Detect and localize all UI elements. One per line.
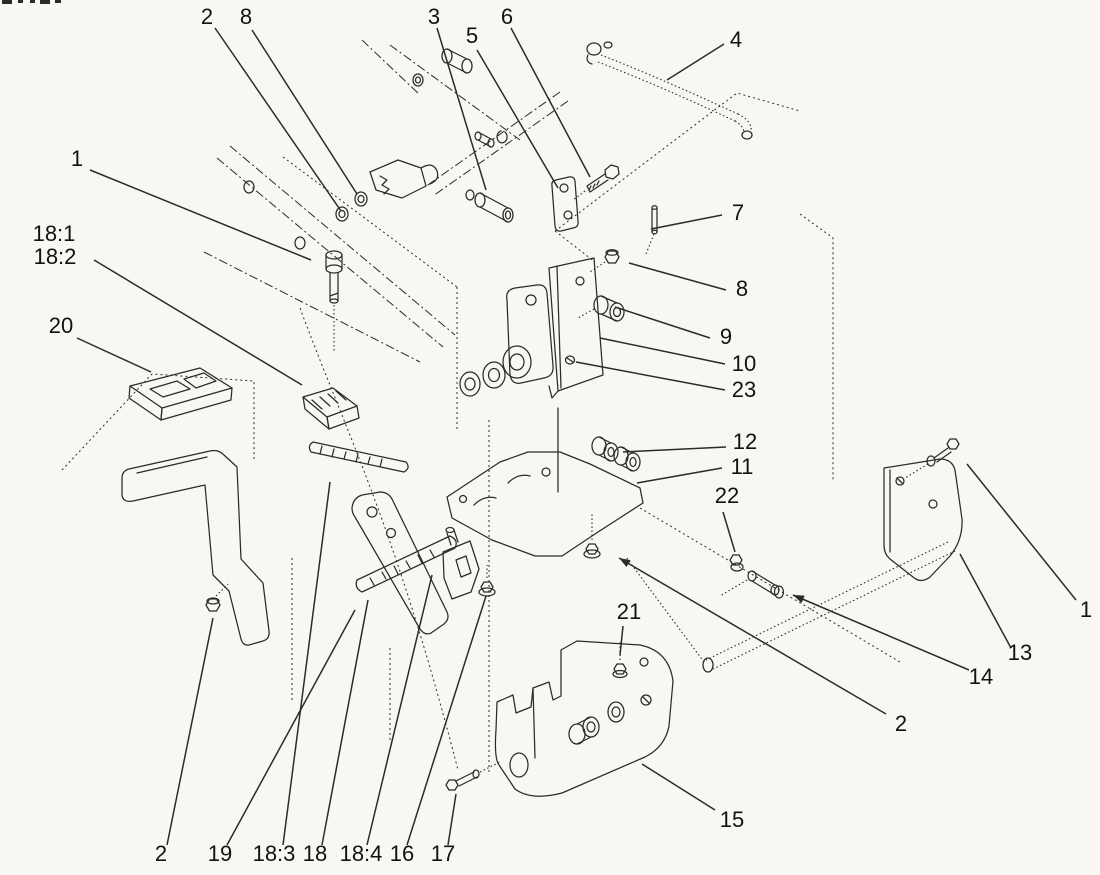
part-4-rod — [586, 41, 753, 140]
part-18-4-grip-strip — [355, 526, 480, 600]
part-13-bracket — [883, 458, 963, 582]
latch-spring-assembly — [369, 159, 439, 199]
part-16-nut — [478, 565, 496, 597]
leader-line-1-left — [89, 169, 312, 261]
leader-arrowhead-14 — [793, 595, 805, 603]
part-19-lever-plate — [351, 491, 449, 635]
part-2-flange-nut-center — [583, 512, 601, 559]
part-1-shoulder-bolt — [325, 250, 343, 352]
callout-7: 7 — [732, 200, 744, 225]
callout-13: 13 — [1008, 640, 1032, 665]
leader-line-3 — [436, 27, 487, 191]
part-2-nut-left — [205, 583, 229, 612]
callout-2-top: 2 — [201, 4, 213, 29]
callout-15: 15 — [720, 807, 744, 832]
leader-line-1-right — [966, 463, 1077, 601]
callout-10: 10 — [732, 351, 756, 376]
callout-18-4: 18:4 — [340, 841, 383, 866]
part-18-3-grip-strip — [308, 441, 409, 473]
callout-16: 16 — [390, 841, 414, 866]
leader-line-5 — [476, 49, 559, 189]
part-8-nut — [589, 249, 620, 273]
part-11-pivot-bracket — [446, 451, 644, 557]
leader-line-13 — [959, 553, 1012, 649]
part-3-pin — [465, 189, 514, 223]
callout-18-2: 18:2 — [34, 244, 77, 269]
callout-1-left: 1 — [71, 146, 83, 171]
callout-8-top: 8 — [240, 4, 252, 29]
leader-line-12 — [622, 446, 727, 453]
leader-line-23 — [575, 361, 726, 391]
part-23-screw — [564, 355, 576, 365]
leader-line-18 — [321, 599, 369, 846]
leader-line-2-top — [214, 27, 342, 212]
callout-5: 5 — [466, 23, 478, 48]
leader-line-9 — [614, 306, 711, 339]
leader-line-4 — [666, 43, 725, 81]
leader-line-6 — [510, 27, 591, 178]
part-6-bolt — [572, 164, 620, 201]
callout-11: 11 — [731, 454, 754, 479]
leader-line-11 — [636, 467, 723, 484]
leader-line-2-bottom — [166, 617, 214, 846]
leader-line-8-top — [251, 29, 358, 195]
part-pedal-arm-left — [121, 449, 270, 646]
phantom-outlines — [61, 92, 901, 772]
callout-2-right: 2 — [895, 711, 907, 736]
callout-14: 14 — [969, 664, 993, 689]
leader-line-7 — [650, 214, 723, 230]
leader-line-20 — [76, 337, 152, 373]
part-10-lever-bracket — [459, 257, 604, 399]
callout-20: 20 — [49, 313, 73, 338]
callout-17: 17 — [431, 841, 455, 866]
callout-22: 22 — [715, 483, 739, 508]
cropped-text-fragment — [2, 0, 61, 4]
callout-18-3: 18:3 — [253, 841, 296, 866]
part-17-bolt — [445, 761, 501, 791]
leader-line-18-3 — [282, 481, 331, 846]
callout-18: 18 — [303, 841, 327, 866]
callout-1-right: 1 — [1080, 597, 1092, 622]
part-18-1-pad — [302, 387, 360, 430]
part-20-pedal-pad — [128, 367, 233, 421]
callout-3: 3 — [428, 4, 440, 29]
part-12-bushings — [591, 436, 641, 472]
part-14-rod — [625, 541, 956, 673]
leader-line-17 — [447, 793, 457, 846]
callout-2-bottom: 2 — [155, 841, 167, 866]
leader-line-19 — [226, 609, 356, 846]
callout-18-1: 18:1 — [33, 221, 76, 246]
callout-9: 9 — [720, 324, 732, 349]
leader-line-18-2 — [93, 259, 303, 386]
part-7-pin — [645, 205, 658, 255]
leader-line-2-right — [618, 557, 887, 715]
callout-8-right: 8 — [736, 276, 748, 301]
leader-line-14 — [792, 594, 970, 671]
callout-12: 12 — [733, 429, 757, 454]
part-15-support-bracket — [494, 640, 674, 797]
leader-arrowhead-2-right — [619, 558, 631, 568]
control-rods — [203, 39, 569, 493]
callout-23: 23 — [732, 377, 756, 402]
leader-line-22 — [722, 511, 736, 553]
callout-19: 19 — [208, 841, 232, 866]
leader-line-10 — [599, 337, 726, 365]
part-21-nut — [612, 641, 628, 679]
leader-line-15 — [641, 763, 716, 811]
leader-line-8-right — [628, 262, 727, 291]
callout-6: 6 — [501, 4, 513, 29]
leader-line-21 — [619, 625, 624, 656]
leader-line-18-4 — [366, 574, 433, 846]
leader-line-16 — [406, 595, 487, 846]
callout-21: 21 — [617, 599, 641, 624]
part-9-bushing — [577, 295, 625, 322]
callout-4: 4 — [730, 27, 742, 52]
part-22-nut-pin — [719, 554, 785, 599]
part-1-bolt-right — [904, 438, 960, 479]
